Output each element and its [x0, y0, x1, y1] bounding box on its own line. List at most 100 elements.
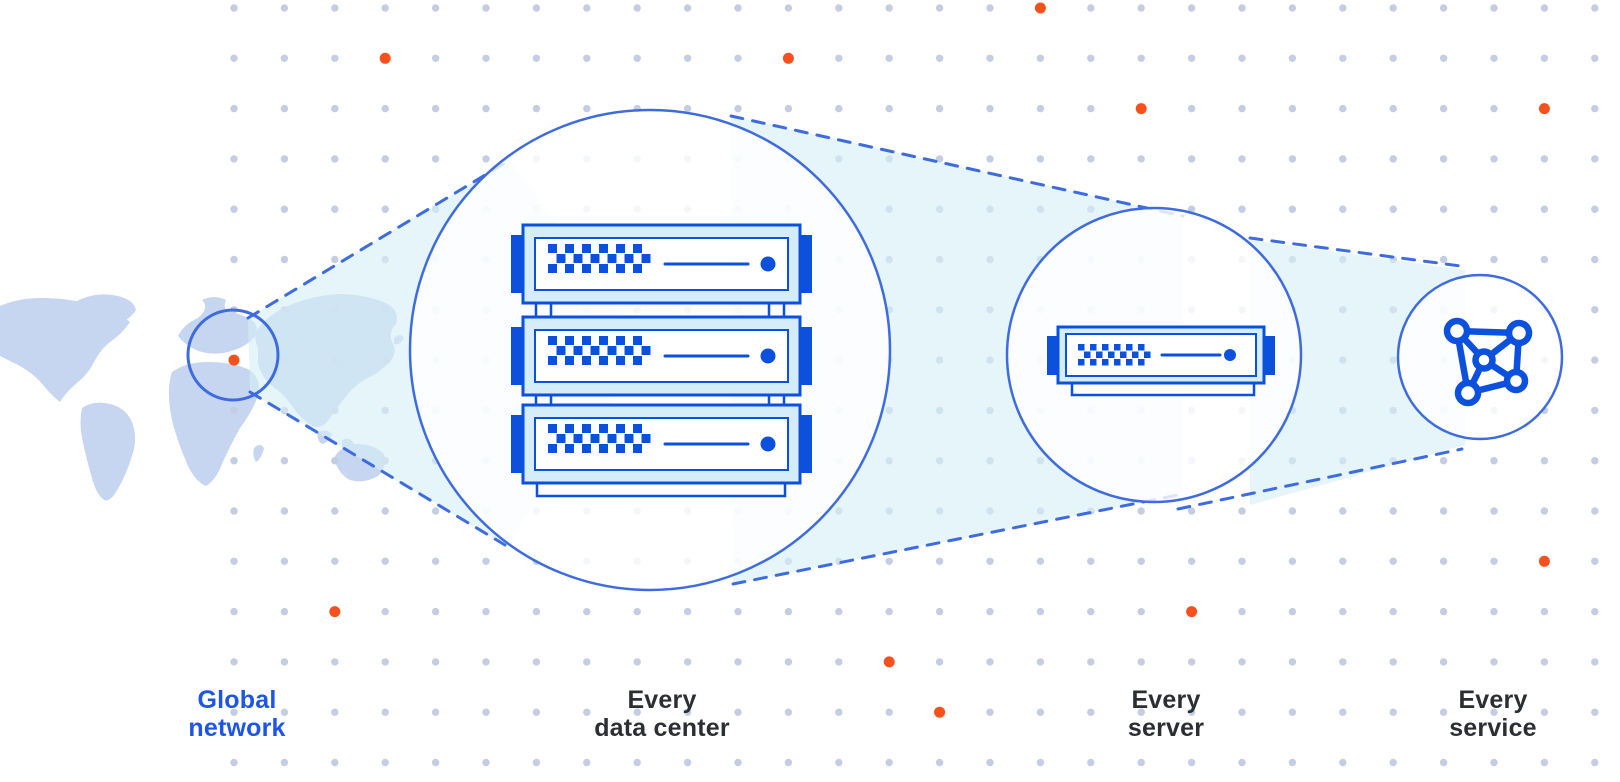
grid-dot	[230, 658, 238, 666]
grid-dot	[935, 54, 944, 62]
grid-dot	[1540, 758, 1549, 767]
grid-dot	[230, 255, 238, 264]
grid-dot	[1389, 658, 1397, 666]
grid-dot	[381, 708, 389, 716]
grid-dot	[1490, 557, 1498, 565]
grid-dot	[230, 54, 238, 62]
vent-square	[633, 244, 642, 253]
grid-dot	[230, 607, 238, 616]
grid-dot	[1238, 507, 1246, 515]
grid-dot	[482, 155, 490, 163]
grid-dot	[431, 658, 440, 666]
grid-dot	[784, 758, 793, 767]
vent-square	[624, 346, 634, 355]
vent-square	[1078, 344, 1085, 351]
grid-dot	[1490, 758, 1498, 767]
grid-dot	[1591, 104, 1599, 113]
beam-dashed-line	[248, 390, 507, 547]
grid-dot	[1036, 607, 1045, 616]
grid-dot	[1137, 708, 1145, 716]
vent-square	[1108, 351, 1115, 358]
grid-dot	[633, 54, 641, 62]
grid-dot	[633, 708, 641, 716]
grid-dot	[1540, 708, 1549, 716]
grid-dot	[431, 607, 440, 616]
grid-dot	[381, 205, 389, 213]
grid-dot	[1540, 4, 1549, 12]
grid-dot	[280, 708, 289, 716]
grid-dot	[1087, 54, 1095, 62]
grid-dot	[1288, 758, 1297, 767]
grid-dot	[280, 155, 289, 163]
label-every-service: Every service	[1343, 686, 1620, 742]
grid-dot	[683, 104, 692, 113]
grid-dot	[1187, 155, 1196, 163]
grid-dot	[331, 54, 339, 62]
grid-dot	[1591, 457, 1599, 465]
grid-dot	[986, 758, 994, 767]
orange-dot	[1538, 103, 1550, 115]
grid-dot	[1540, 255, 1549, 264]
grid-dot	[1389, 54, 1397, 62]
vent-square	[573, 254, 583, 263]
power-led	[760, 436, 776, 452]
server-units	[511, 223, 1275, 485]
grid-dot	[230, 104, 238, 113]
grid-dot	[1288, 4, 1297, 12]
grid-dot	[1187, 4, 1196, 12]
grid-dot	[280, 104, 289, 113]
server-unit	[511, 403, 812, 485]
vent-square	[590, 434, 600, 443]
grid-dot	[1288, 708, 1297, 716]
grid-dot	[935, 758, 944, 767]
grid-dot	[331, 557, 339, 565]
grid-dot	[683, 758, 692, 767]
vent-square	[607, 254, 617, 263]
grid-dot	[532, 607, 541, 616]
vent-square	[565, 356, 574, 365]
beam-dashed-line	[246, 158, 512, 320]
grid-dot	[1087, 155, 1095, 163]
grid-dot	[1137, 758, 1145, 767]
grid-dot	[1238, 708, 1246, 716]
vent-square	[616, 356, 625, 365]
grid-dot	[1339, 557, 1347, 565]
grid-dot	[1540, 607, 1549, 616]
grid-dot	[1540, 658, 1549, 666]
rack-base-tray	[535, 481, 787, 498]
grid-dot	[1339, 607, 1347, 616]
vent-square	[1126, 359, 1133, 366]
grid-dot	[835, 658, 843, 666]
vent-square	[1114, 344, 1121, 351]
vent-square	[641, 346, 651, 355]
server-tab-right	[800, 327, 812, 385]
vent-square	[616, 424, 625, 433]
grid-dot	[1439, 708, 1448, 716]
grid-dot	[1591, 557, 1599, 565]
grid-dot	[482, 758, 490, 767]
vent-square	[556, 254, 566, 263]
grid-dot	[633, 658, 641, 666]
server-tab-left	[511, 415, 523, 473]
grid-dot	[1490, 54, 1498, 62]
grid-dot	[1389, 155, 1397, 163]
grid-dot	[1591, 4, 1599, 12]
label-global-network: Global network	[87, 686, 387, 742]
label-line: Global	[197, 686, 277, 714]
grid-dot	[935, 4, 944, 12]
grid-dot	[1490, 255, 1498, 264]
grid-dot	[230, 708, 238, 716]
vent-square	[616, 444, 625, 453]
grid-dot	[1591, 255, 1599, 264]
grid-dot	[1439, 507, 1448, 515]
grid-dot	[784, 708, 793, 716]
grid-dot	[986, 708, 994, 716]
grid-dot	[935, 607, 944, 616]
grid-dot	[482, 708, 490, 716]
grid-dot	[1137, 155, 1145, 163]
grid-dot	[835, 104, 843, 113]
grid-dot	[1288, 557, 1297, 565]
grid-dot	[230, 507, 238, 515]
